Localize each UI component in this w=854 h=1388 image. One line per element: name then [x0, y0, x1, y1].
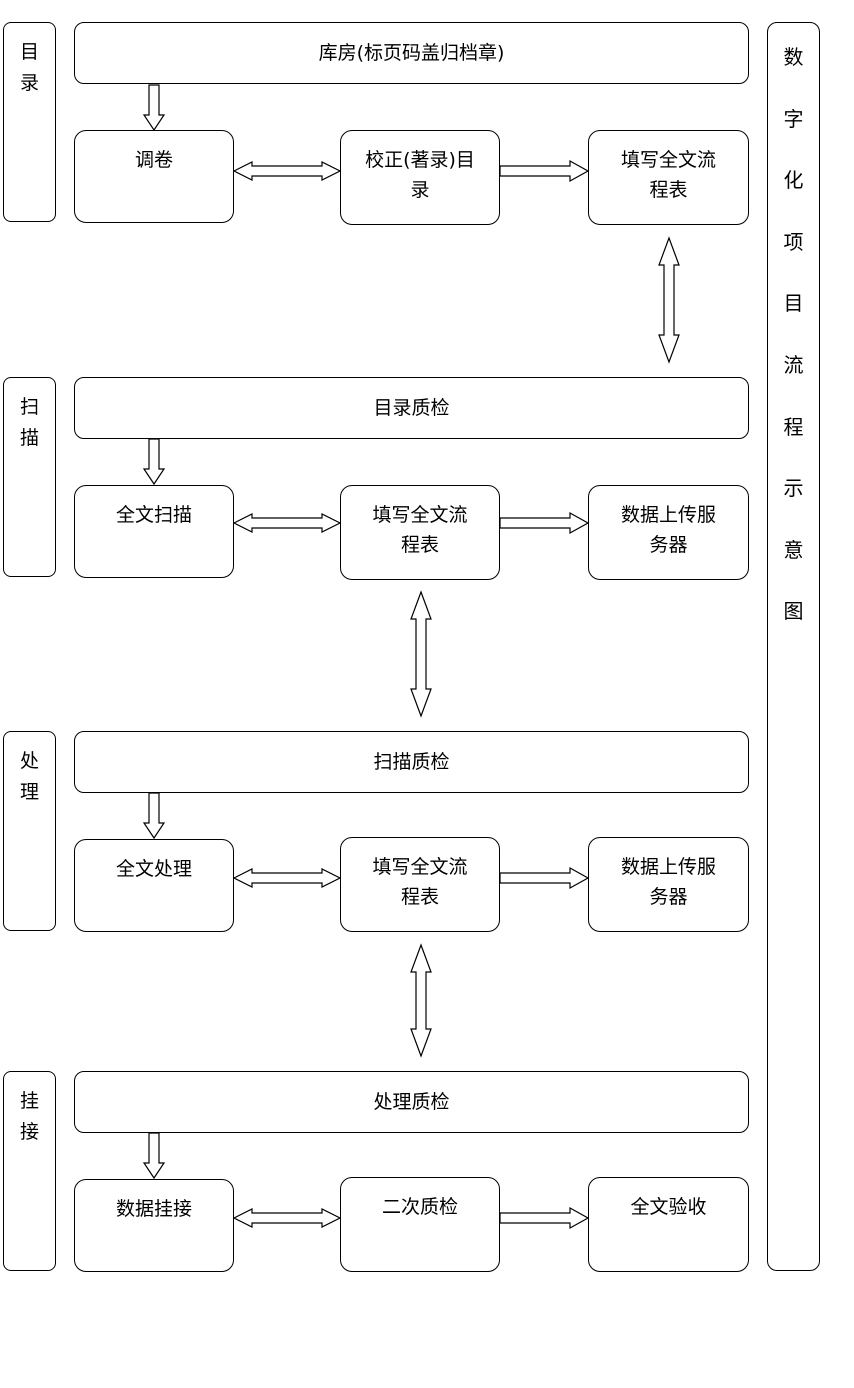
- step-box-upload-server: 数据上传服务器: [588, 485, 749, 580]
- double-arrow: [232, 868, 342, 888]
- stage-label-scan: 扫描: [3, 377, 56, 577]
- stage-label-process: 处理: [3, 731, 56, 931]
- double-arrow: [232, 513, 342, 533]
- step-box-retrieve-files: 调卷: [74, 130, 234, 223]
- double-arrow: [232, 1208, 342, 1228]
- vertical-double-arrow: [658, 236, 680, 364]
- header-box-process-qc: 处理质检: [74, 1071, 749, 1133]
- step-box-final-acceptance: 全文验收: [588, 1177, 749, 1272]
- step-box-upload-server: 数据上传服务器: [588, 837, 749, 932]
- down-arrow: [142, 1132, 166, 1180]
- header-box-catalog-qc: 目录质检: [74, 377, 749, 439]
- right-arrow: [499, 159, 590, 183]
- step-box-correct-catalog: 校正(著录)目录: [340, 130, 500, 225]
- down-arrow: [142, 792, 166, 840]
- stage-label-mount: 挂接: [3, 1071, 56, 1271]
- down-arrow: [142, 84, 166, 132]
- right-arrow: [499, 1206, 590, 1230]
- step-box-fill-flow-form: 填写全文流程表: [340, 485, 500, 580]
- right-arrow: [499, 511, 590, 535]
- stage-label-catalog: 目录: [3, 22, 56, 222]
- double-arrow: [232, 161, 342, 181]
- step-box-fulltext-process: 全文处理: [74, 839, 234, 932]
- right-arrow: [499, 866, 590, 890]
- vertical-double-arrow: [410, 943, 432, 1058]
- header-box-storage: 库房(标页码盖归档章): [74, 22, 749, 84]
- step-box-data-mount: 数据挂接: [74, 1179, 234, 1272]
- step-box-fill-flow-form: 填写全文流程表: [340, 837, 500, 932]
- down-arrow: [142, 438, 166, 486]
- step-box-fill-flow-form: 填写全文流程表: [588, 130, 749, 225]
- vertical-double-arrow: [410, 590, 432, 718]
- diagram-title: 数字化项目流程示意图: [767, 22, 820, 1271]
- step-box-second-qc: 二次质检: [340, 1177, 500, 1272]
- header-box-scan-qc: 扫描质检: [74, 731, 749, 793]
- step-box-fulltext-scan: 全文扫描: [74, 485, 234, 578]
